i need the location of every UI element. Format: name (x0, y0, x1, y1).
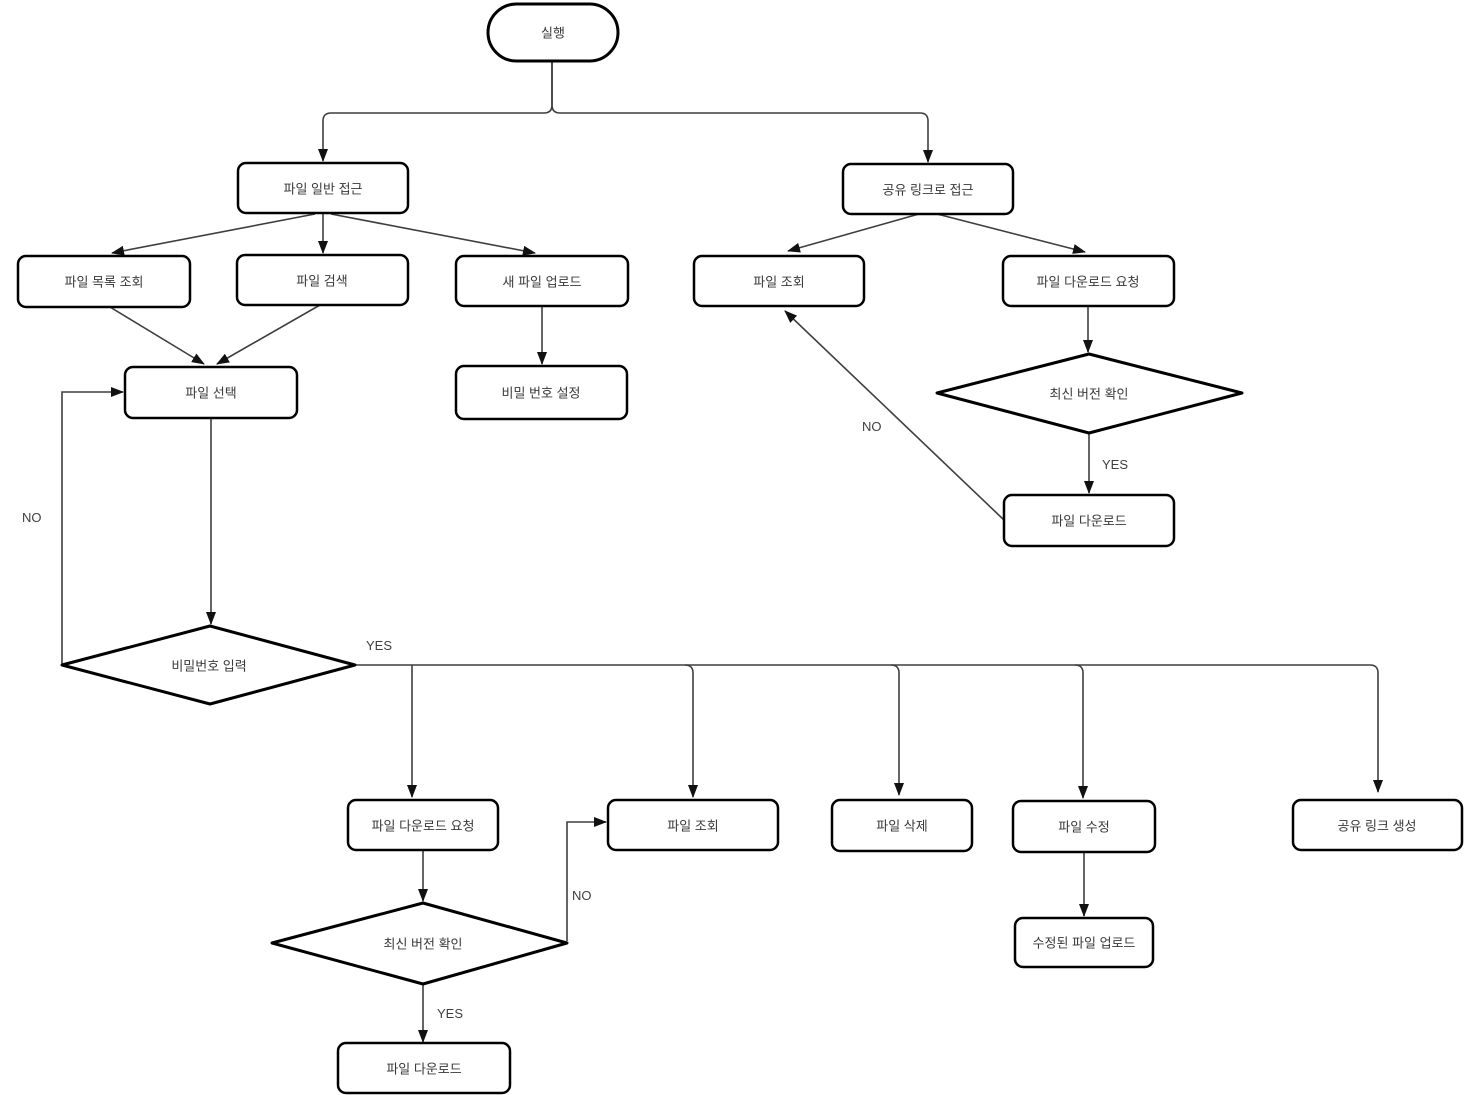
node-download-request: 파일 다운로드 요청 (346, 798, 500, 852)
edge-trunk-drop-file-edit (1074, 664, 1088, 799)
process-box (830, 798, 974, 853)
process-box (336, 1041, 512, 1095)
process-box (235, 253, 410, 307)
node-file-view: 파일 조회 (606, 798, 780, 852)
node-file-general-access: 파일 일반 접근 (236, 161, 410, 215)
node-file-edit: 파일 수정 (1011, 799, 1157, 854)
decision-diamond (935, 352, 1244, 435)
node-new-file-upload: 새 파일 업로드 (454, 254, 630, 308)
node-share-link-create: 공유 링크 생성 (1291, 798, 1464, 852)
process-box (346, 798, 500, 852)
edge-file-list-to-file-select (109, 306, 205, 365)
terminator-shape (486, 2, 620, 63)
node-file-list-view: 파일 목록 조회 (16, 254, 192, 309)
process-box (841, 162, 1015, 216)
node-label: 공유 링크 생성 (1338, 819, 1417, 834)
node-label: 파일 일반 접근 (284, 182, 363, 197)
node-label: 최신 버전 확인 (384, 937, 463, 952)
label-shared-version-no: NO (862, 419, 882, 434)
node-label: 비밀 번호 설정 (502, 386, 581, 401)
process-box (1291, 798, 1464, 852)
node-shared-file-view: 파일 조회 (692, 254, 866, 308)
node-password-setting: 비밀 번호 설정 (454, 364, 629, 421)
node-start: 실행 (486, 2, 620, 63)
process-box (1013, 916, 1155, 969)
label-shared-version-yes: YES (1102, 457, 1128, 472)
node-file-download: 파일 다운로드 (336, 1041, 512, 1095)
edge-start-to-shared-link-access (551, 61, 933, 163)
edge-password-input-yes-trunk (355, 664, 1383, 793)
process-box (1011, 799, 1157, 854)
node-label: 파일 조회 (753, 275, 804, 290)
node-edited-file-upload: 수정된 파일 업로드 (1013, 916, 1155, 969)
node-label: 파일 다운로드 (1051, 514, 1126, 529)
node-label: 수정된 파일 업로드 (1033, 936, 1136, 951)
node-shared-file-download: 파일 다운로드 (1002, 493, 1176, 548)
process-box (123, 365, 299, 420)
edge-shared-to-shared-file-view (787, 213, 920, 253)
edge-password-input-no (61, 387, 124, 665)
label-password-input-yes: YES (366, 638, 392, 653)
edge-general-to-file-list (111, 213, 316, 256)
node-shared-link-access: 공유 링크로 접근 (841, 162, 1015, 216)
node-label: 파일 다운로드 (386, 1062, 461, 1077)
node-label: 새 파일 업로드 (503, 275, 582, 290)
node-file-select: 파일 선택 (123, 365, 299, 420)
node-label: 파일 다운로드 요청 (1037, 275, 1140, 290)
node-shared-download-request: 파일 다운로드 요청 (1001, 254, 1176, 308)
label-version-check-yes: YES (437, 1006, 463, 1021)
edge-file-search-to-file-select (216, 304, 321, 365)
node-password-input: 비밀번호 입력 (60, 624, 357, 706)
edge-labels: YES NO NO YES NO YES (22, 419, 1128, 1021)
process-box (606, 798, 780, 852)
process-box (454, 364, 629, 421)
node-file-search: 파일 검색 (235, 253, 410, 307)
node-label: 파일 삭제 (876, 819, 927, 834)
process-box (1002, 493, 1176, 548)
node-label: 파일 수정 (1058, 820, 1109, 835)
node-version-check: 최신 버전 확인 (270, 901, 569, 986)
node-label: 파일 검색 (296, 274, 347, 289)
node-label: 공유 링크로 접근 (883, 183, 974, 198)
process-box (454, 254, 630, 308)
edge-start-to-file-general-access (318, 61, 553, 162)
process-box (1001, 254, 1176, 308)
process-box (16, 254, 192, 309)
decision-diamond (270, 901, 569, 986)
label-version-check-no: NO (572, 888, 592, 903)
node-shared-version-check: 최신 버전 확인 (935, 352, 1244, 435)
node-file-delete: 파일 삭제 (830, 798, 974, 853)
edge-shared-version-no (784, 310, 1005, 521)
edge-general-to-new-upload (330, 213, 536, 256)
decision-diamond (60, 624, 357, 706)
edge-trunk-drop-file-view (684, 664, 698, 798)
node-label: 실행 (541, 26, 565, 41)
label-password-input-no: NO (22, 510, 42, 525)
node-label: 파일 선택 (185, 386, 236, 401)
node-label: 파일 목록 조회 (65, 275, 144, 290)
process-box (236, 161, 410, 215)
edge-version-check-no (566, 817, 607, 941)
node-label: 파일 다운로드 요청 (372, 819, 475, 834)
edge-shared-to-shared-download-request (936, 213, 1086, 254)
edge-trunk-drop-file-delete (890, 664, 904, 796)
node-label: 파일 조회 (667, 819, 718, 834)
node-label: 최신 버전 확인 (1050, 387, 1129, 402)
node-label: 비밀번호 입력 (171, 659, 246, 674)
process-box (692, 254, 866, 308)
edges (61, 61, 1383, 1043)
